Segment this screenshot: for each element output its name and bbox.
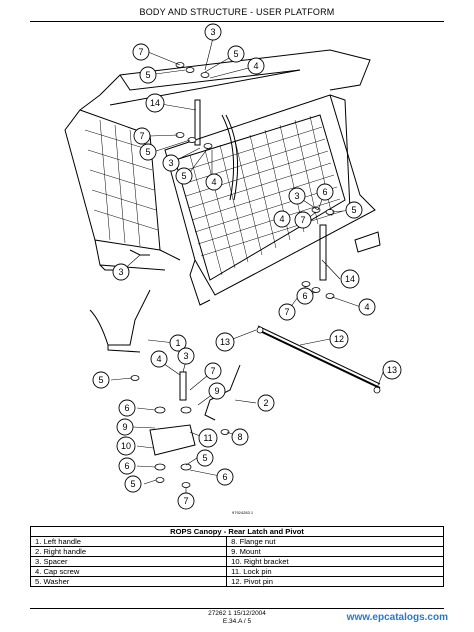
lower-hardware: [89, 99, 381, 456]
callout-label: 4: [253, 61, 258, 71]
exploded-parts-diagram: 7 3 5 5 4 14 7 5 3 5 4 3 6 7 5 4 14 3 1 …: [64, 23, 402, 510]
callout-label: 6: [124, 403, 129, 413]
callout-label: 4: [364, 302, 369, 312]
callout-label: 3: [210, 27, 215, 37]
parts-table-caption: ROPS Canopy - Rear Latch and Pivot: [30, 526, 444, 537]
callouts: 7 3 5 5 4 14 7 5 3 5 4 3 6 7 5 4 14 3 1 …: [92, 23, 402, 510]
callout-label: 4: [211, 177, 216, 187]
callout-label: 4: [156, 354, 161, 364]
callout-label: 5: [130, 479, 135, 489]
callout-label: 14: [345, 274, 355, 284]
header-rule: [30, 21, 444, 22]
part-cell: 9. Mount: [226, 546, 444, 557]
callout-label: 6: [222, 472, 227, 482]
callout-label: 7: [284, 307, 289, 317]
table-row: 3. Spacer 10. Right bracket: [29, 556, 444, 567]
callout-label: 8: [237, 432, 242, 442]
part-cell: 11. Lock pin: [226, 566, 444, 577]
callout-label: 13: [387, 365, 397, 375]
callout-label: 1: [175, 338, 180, 348]
table-row: 5. Washer 12. Pivot pin: [29, 576, 444, 587]
callout-label: 5: [351, 205, 356, 215]
callout-label: 6: [124, 461, 129, 471]
callout-label: 7: [300, 215, 305, 225]
table-row: 1. Left handle 8. Flange nut: [29, 536, 444, 547]
part-cell: 2. Right handle: [29, 546, 228, 557]
footer-rule: [30, 608, 444, 609]
callout-label: 14: [150, 98, 160, 108]
callout-label: 6: [322, 187, 327, 197]
canopy-frame: [64, 49, 381, 306]
callout-label: 5: [202, 453, 207, 463]
callout-label: 7: [138, 47, 143, 57]
callout-label: 7: [139, 131, 144, 141]
callout-label: 11: [203, 433, 212, 443]
footer-section-line: E.34.A / 5: [222, 618, 252, 625]
callout-label: 3: [168, 158, 173, 168]
part-cell: 10. Right bracket: [226, 556, 444, 567]
left-handle-shape: [107, 289, 151, 353]
callout-label: 9: [122, 422, 127, 432]
callout-label: 6: [302, 291, 307, 301]
callout-label: 5: [145, 147, 150, 157]
part-cell: 3. Spacer: [29, 556, 228, 567]
callout-label: 4: [279, 214, 284, 224]
part-cell: 1. Left handle: [29, 536, 228, 547]
callout-label: 9: [214, 386, 219, 396]
part-cell: 5. Washer: [29, 576, 228, 587]
table-row: 4. Cap screw 11. Lock pin: [29, 566, 444, 577]
watermark-text: www.epcatalogs.com: [346, 612, 448, 623]
callout-label: 5: [145, 70, 150, 80]
callout-label: 5: [181, 171, 186, 181]
callout-label: 2: [263, 398, 268, 408]
drawing-code: 97924283 1: [232, 510, 254, 515]
mount-plate: [149, 424, 196, 456]
callout-label: 7: [183, 496, 188, 506]
callout-label: 3: [118, 267, 123, 277]
part-cell: 8. Flange nut: [226, 536, 444, 547]
page-title: BODY AND STRUCTURE - USER PLATFORM: [139, 7, 335, 17]
part-cell: 4. Cap screw: [29, 566, 228, 577]
callout-label: 10: [121, 441, 131, 451]
part-cell: 12. Pivot pin: [226, 576, 444, 587]
callout-label: 3: [294, 191, 299, 201]
callout-label: 5: [98, 375, 103, 385]
right-handle-shape: [204, 364, 241, 421]
callout-label: 7: [210, 366, 215, 376]
table-row: 2. Right handle 9. Mount: [29, 546, 444, 557]
callout-label: 5: [233, 49, 238, 59]
footer-doc-line: 27262 1 15/12/2004: [208, 610, 266, 617]
parts-table: ROPS Canopy - Rear Latch and Pivot 1. Le…: [29, 526, 444, 587]
callout-label: 13: [220, 337, 230, 347]
callout-label: 3: [183, 351, 188, 361]
pivot-pin-shape: [257, 329, 381, 389]
callout-label: 12: [334, 334, 344, 344]
